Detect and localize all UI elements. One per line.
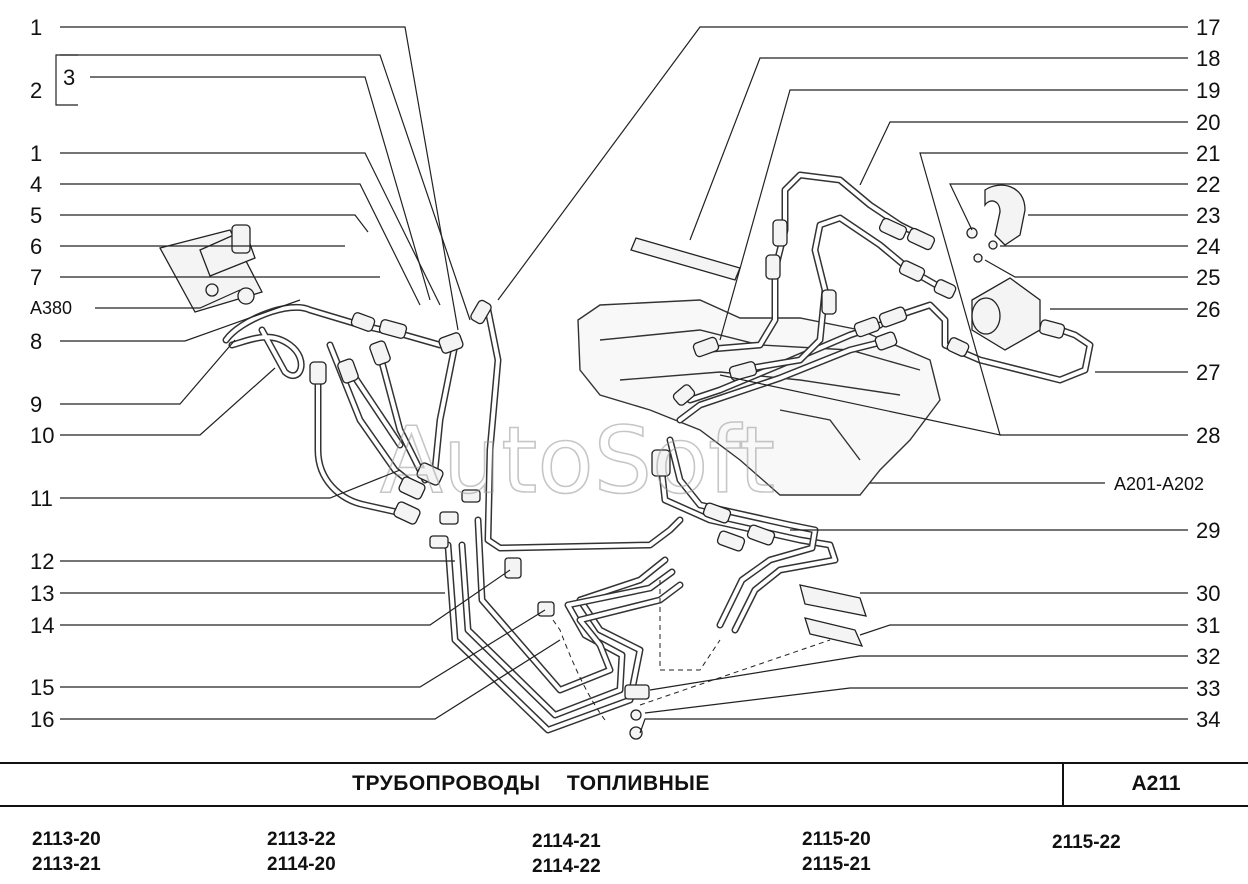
pipe-clips — [504, 557, 867, 740]
callouts-right: 17 18 19 20 21 22 23 24 25 26 27 28 A201… — [1114, 15, 1220, 732]
callout-16: 16 — [30, 707, 54, 732]
callout-34: 34 — [1196, 707, 1220, 732]
callout-25: 25 — [1196, 265, 1220, 290]
callout-17: 17 — [1196, 15, 1220, 40]
model-2114-21: 2114-21 — [532, 831, 601, 852]
callout-31: 31 — [1196, 613, 1220, 638]
callout-18: 18 — [1196, 46, 1220, 71]
model-2113-21: 2113-21 — [32, 854, 101, 875]
callout-10: 10 — [30, 423, 54, 448]
callout-22: 22 — [1196, 172, 1220, 197]
callout-8: 8 — [30, 329, 42, 354]
group-bracket — [55, 54, 78, 106]
callout-12: 12 — [30, 549, 54, 574]
footer-top-rule — [0, 762, 1248, 764]
callout-30: 30 — [1196, 581, 1220, 606]
model-2113-20: 2113-20 — [32, 829, 101, 850]
callout-1a: 1 — [30, 15, 42, 40]
callout-a380: A380 — [30, 298, 72, 318]
footer-bottom-rule — [0, 805, 1248, 807]
callout-3: 3 — [63, 65, 75, 90]
callout-5: 5 — [30, 203, 42, 228]
callout-14: 14 — [30, 613, 54, 638]
model-2115-20: 2115-20 — [802, 829, 871, 850]
callout-26: 26 — [1196, 297, 1220, 322]
model-2115-22: 2115-22 — [1052, 832, 1121, 853]
callout-1b: 1 — [30, 141, 42, 166]
model-2114-20: 2114-20 — [267, 854, 336, 875]
callout-2: 2 — [30, 78, 42, 103]
fuel-rail-assembly — [159, 224, 263, 313]
fuel-pipes — [222, 171, 1094, 734]
model-2115-21: 2115-21 — [802, 854, 871, 875]
callout-28: 28 — [1196, 423, 1220, 448]
callout-23: 23 — [1196, 203, 1220, 228]
filter-clamp — [966, 184, 1026, 263]
page-title: ТРУБОПРОВОДЫ ТОПЛИВНЫЕ — [352, 772, 710, 795]
callout-15: 15 — [30, 675, 54, 700]
callout-29: 29 — [1196, 518, 1220, 543]
callout-24: 24 — [1196, 234, 1220, 259]
model-2114-22: 2114-22 — [532, 856, 601, 877]
callout-21: 21 — [1196, 141, 1220, 166]
title-separator — [1062, 763, 1064, 805]
callouts-left: 1 2 3 1 4 5 6 7 A380 8 9 10 11 12 13 14 … — [30, 15, 75, 732]
watermark: AutoSoft — [380, 407, 775, 514]
callout-13: 13 — [30, 581, 54, 606]
callout-9: 9 — [30, 392, 42, 417]
callout-4: 4 — [30, 172, 42, 197]
callout-11: 11 — [30, 486, 53, 511]
callout-32: 32 — [1196, 644, 1220, 669]
callout-7: 7 — [30, 265, 42, 290]
diagram-code: A211 — [1131, 772, 1181, 795]
fuel-filter — [971, 277, 1041, 351]
leader-lines — [60, 26, 1188, 734]
callout-a201-a202: A201-A202 — [1114, 474, 1204, 494]
assembly-indicators — [552, 580, 831, 721]
callout-6: 6 — [30, 234, 42, 259]
mounting-strap — [630, 237, 741, 281]
callout-27: 27 — [1196, 360, 1220, 385]
callout-19: 19 — [1196, 78, 1220, 103]
callout-33: 33 — [1196, 676, 1220, 701]
model-2113-22: 2113-22 — [267, 829, 336, 850]
callout-20: 20 — [1196, 110, 1220, 135]
pipe-fittings — [309, 217, 1066, 552]
